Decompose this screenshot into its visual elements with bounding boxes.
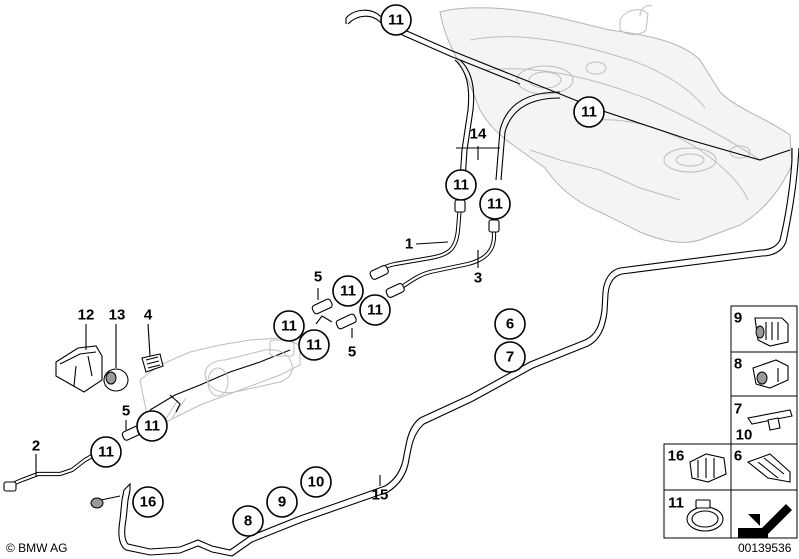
bracket-12 (55, 345, 103, 393)
pipe-14 (454, 59, 561, 181)
svg-text:9: 9 (734, 310, 742, 327)
svg-text:6: 6 (506, 316, 514, 333)
svg-text:8: 8 (734, 356, 742, 373)
label-2: 2 (32, 438, 40, 455)
fuel-filter-assembly (139, 337, 301, 431)
svg-text:16: 16 (668, 448, 685, 465)
pipe-15 (118, 147, 799, 557)
label-13: 13 (109, 307, 126, 324)
pipe-1 (369, 199, 466, 278)
svg-text:11: 11 (144, 418, 160, 435)
svg-text:11: 11 (340, 283, 356, 300)
pipe-2 (3, 453, 95, 492)
legend-panel-16: 16 (663, 443, 732, 491)
svg-text:11: 11 (281, 318, 297, 335)
svg-text:7: 7 (506, 349, 514, 366)
svg-text:11: 11 (453, 177, 469, 194)
svg-text:11: 11 (367, 302, 383, 319)
svg-text:11: 11 (668, 495, 684, 512)
svg-text:10: 10 (308, 474, 325, 491)
label-12: 12 (78, 307, 95, 324)
svg-text:8: 8 (244, 513, 252, 530)
callout-11-sleeve-left: 11 (273, 310, 305, 342)
legend-panel-6: 6 (730, 443, 798, 491)
svg-text:6: 6 (734, 448, 742, 465)
svg-text:10: 10 (736, 427, 753, 444)
bolt-16 (90, 495, 121, 509)
grommet-13 (103, 368, 129, 392)
callout-7: 7 (494, 341, 526, 373)
leader-lines (35, 146, 479, 486)
legend-panel-11: 11 (663, 489, 732, 539)
svg-text:11: 11 (581, 104, 597, 121)
image-number: 00139536 (738, 541, 792, 555)
svg-text:7: 7 (734, 401, 742, 418)
svg-text:11: 11 (306, 337, 322, 354)
fuel-tank-outline (439, 5, 793, 243)
legend-panel-7-10: 7 10 (730, 395, 798, 445)
label-3: 3 (474, 270, 482, 287)
callout-11-sleeve-upper: 11 (332, 275, 364, 307)
callout-11-filter: 11 (136, 410, 168, 442)
callout-11-tank: 11 (573, 96, 605, 128)
pipe-3 (389, 212, 500, 295)
callout-11-sleeve-lower: 11 (298, 329, 330, 361)
label-15: 15 (372, 487, 389, 504)
label-5-upper: 5 (314, 269, 322, 286)
svg-text:16: 16 (140, 494, 157, 511)
callout-11-pipe14-right: 11 (479, 188, 511, 220)
svg-text:11: 11 (388, 12, 404, 29)
label-5-middle: 5 (348, 344, 356, 361)
callout-9: 9 (266, 486, 298, 518)
label-1: 1 (405, 236, 413, 253)
legend-panel-9: 9 (730, 305, 798, 353)
svg-text:11: 11 (98, 444, 114, 461)
label-4: 4 (144, 307, 153, 324)
copyright-text: © BMW AG (6, 541, 68, 555)
clip-4 (141, 353, 164, 373)
callout-11-pipe2: 11 (90, 436, 122, 468)
callout-11-top: 11 (380, 4, 412, 36)
svg-text:11: 11 (487, 196, 503, 213)
callout-8: 8 (232, 505, 264, 537)
callout-11-sleeve-right: 11 (359, 294, 391, 326)
callout-6: 6 (494, 308, 526, 340)
legend-panel-arrow (730, 489, 798, 539)
callout-16: 16 (132, 486, 164, 518)
callout-11-pipe14-left: 11 (445, 169, 477, 201)
label-5-lower: 5 (122, 403, 130, 420)
legend-panel-8: 8 (730, 351, 798, 397)
label-14: 14 (470, 126, 487, 143)
svg-text:9: 9 (278, 494, 286, 511)
callout-10: 10 (300, 466, 332, 498)
